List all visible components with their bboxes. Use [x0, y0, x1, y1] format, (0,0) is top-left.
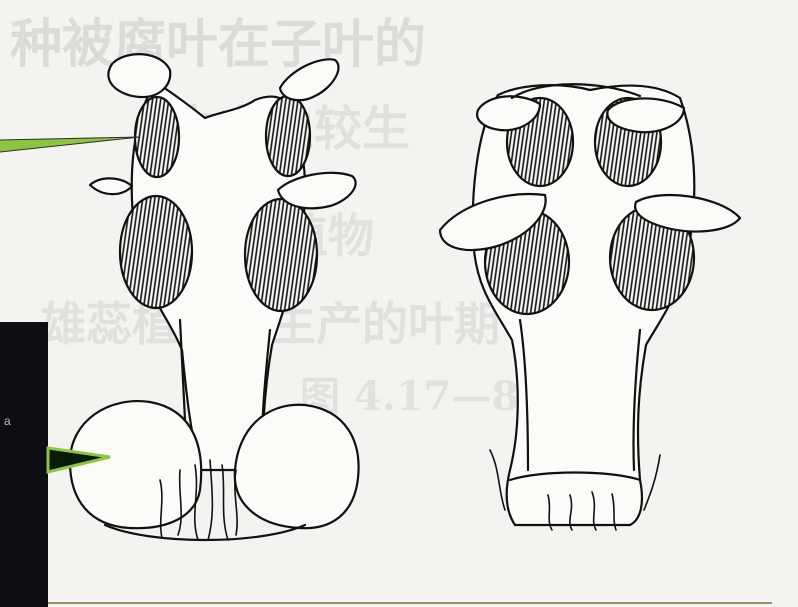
left-top-left-flap	[108, 54, 170, 97]
left-upper-left-anther	[135, 97, 179, 177]
left-lower-left-anther	[120, 196, 192, 308]
left-dark-panel	[0, 322, 48, 607]
panel-label: a	[4, 414, 11, 428]
left-lower-right-anther	[245, 199, 317, 311]
bleed-row-1: 种被腐叶在子叶的	[10, 14, 426, 75]
left-basal-right-lobe	[235, 405, 359, 528]
left-upper-right-anther	[266, 96, 310, 176]
